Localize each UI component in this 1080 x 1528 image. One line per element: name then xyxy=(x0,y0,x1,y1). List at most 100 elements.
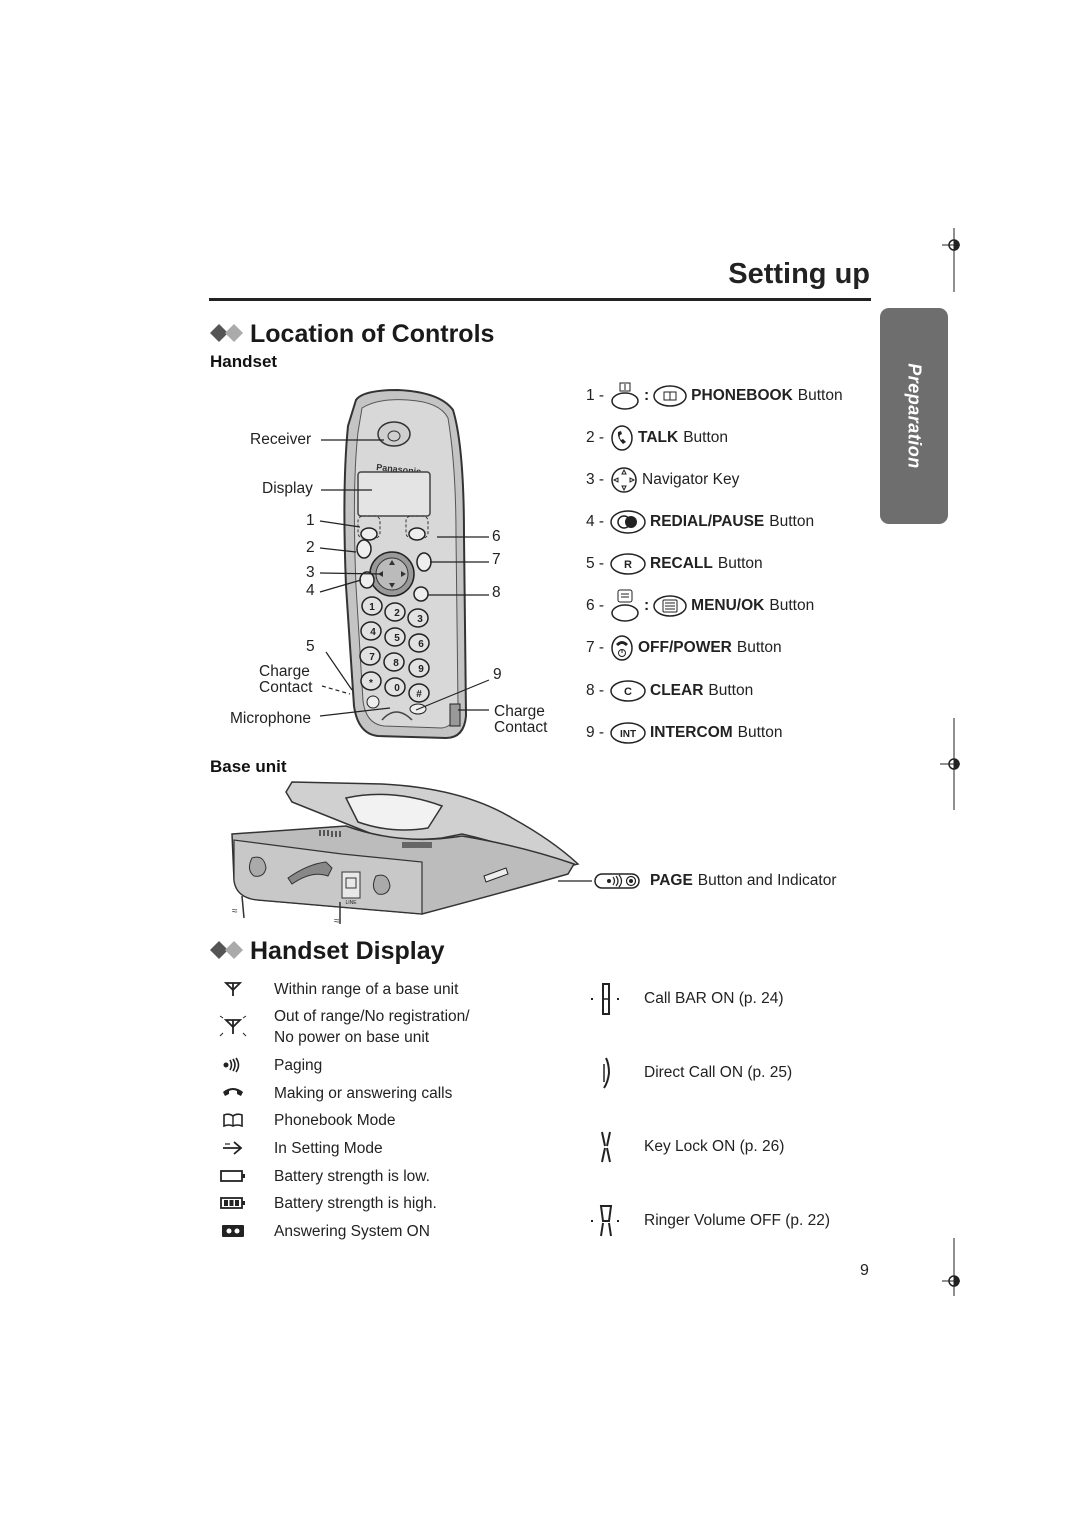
intercom-icon: INT xyxy=(610,722,646,744)
callout-8: 8 xyxy=(492,584,501,601)
svg-text:9: 9 xyxy=(418,664,424,675)
svg-text:≈: ≈ xyxy=(334,916,340,926)
registration-mark-top xyxy=(942,228,960,292)
svg-text:≈: ≈ xyxy=(232,906,238,917)
svg-text:5: 5 xyxy=(394,633,400,644)
callout-display: Display xyxy=(262,480,313,497)
callout-7: 7 xyxy=(492,551,501,568)
display-item-call-bar: Call BAR ON (p. 24) xyxy=(588,979,784,1019)
callout-9: 9 xyxy=(493,666,502,683)
navigator-key-icon xyxy=(610,466,638,494)
menu-soft-icon xyxy=(610,589,640,623)
paging-icon xyxy=(218,1055,248,1075)
svg-text:R: R xyxy=(624,559,632,571)
callout-3: 3 xyxy=(306,564,315,581)
battery-high-icon xyxy=(218,1193,248,1213)
setting-arrow-icon xyxy=(218,1138,248,1158)
callout-receiver: Receiver xyxy=(250,431,312,448)
display-item-paging: Paging xyxy=(218,1055,322,1076)
recall-icon: R xyxy=(610,553,646,575)
registration-mark-bottom xyxy=(942,1238,960,1296)
off-power-icon xyxy=(610,634,634,662)
callout-5: 5 xyxy=(306,638,315,655)
display-item-direct-call: Direct Call ON (p. 25) xyxy=(588,1053,792,1093)
display-item-key-lock: Key Lock ON (p. 26) xyxy=(588,1127,784,1167)
handset-call-icon xyxy=(218,1083,248,1103)
ringer-off-icon xyxy=(588,1201,624,1241)
handset-illustration: Panasonic 123 456 789 *0# xyxy=(343,388,468,740)
display-item-in-range: Within range of a base unit xyxy=(218,979,458,1000)
direct-call-icon xyxy=(588,1053,624,1093)
phonebook-icon xyxy=(653,385,687,407)
section-title-display-text: Handset Display xyxy=(250,937,445,965)
svg-text:6: 6 xyxy=(418,639,424,650)
title-divider xyxy=(209,298,871,301)
base-unit-illustration: LINE ≈ ≈ xyxy=(231,781,580,926)
page-number: 9 xyxy=(860,1262,869,1279)
svg-text:#: # xyxy=(416,689,422,700)
menu-icon xyxy=(653,595,687,617)
section-title-location-text: Location of Controls xyxy=(250,320,495,348)
page-button-icon xyxy=(594,871,640,891)
svg-text:7: 7 xyxy=(369,652,375,663)
registration-mark-middle xyxy=(940,718,960,810)
battery-low-icon xyxy=(218,1166,248,1186)
callout-microphone: Microphone xyxy=(230,710,311,727)
display-item-out-of-range: Out of range/No registration/No power on… xyxy=(218,1006,470,1048)
talk-icon xyxy=(610,424,634,452)
phonebook-soft-icon xyxy=(610,381,640,411)
display-item-phonebook: Phonebook Mode xyxy=(218,1110,396,1131)
call-bar-icon xyxy=(588,979,624,1019)
callout-charge-left-2: Contact xyxy=(259,679,313,696)
handset-heading: Handset xyxy=(210,352,278,371)
svg-text:4: 4 xyxy=(370,627,376,638)
display-item-ringer-off: Ringer Volume OFF (p. 22) xyxy=(588,1201,830,1241)
answering-system-icon xyxy=(218,1221,248,1241)
page-title: Setting up xyxy=(728,258,870,290)
clear-icon: C xyxy=(610,680,646,702)
display-item-battery-low: Battery strength is low. xyxy=(218,1166,430,1187)
redial-icon xyxy=(610,510,646,534)
antenna-blink-icon xyxy=(218,1015,248,1037)
display-item-setting: In Setting Mode xyxy=(218,1138,383,1159)
diamonds-icon xyxy=(210,941,243,959)
display-item-answering: Answering System ON xyxy=(218,1221,430,1242)
display-item-calls: Making or answering calls xyxy=(218,1083,452,1104)
control-row-3: 3 - Navigator Key xyxy=(586,466,739,494)
section-title-location: Location of Controls xyxy=(210,320,494,349)
base-unit-heading: Base unit xyxy=(210,757,287,776)
callout-charge-right-1: Charge xyxy=(494,703,545,720)
antenna-icon xyxy=(218,979,248,999)
callout-2: 2 xyxy=(306,539,315,556)
book-icon xyxy=(218,1110,248,1130)
diamonds-icon xyxy=(210,324,243,342)
side-tab-label: Preparation xyxy=(904,363,925,469)
display-item-battery-high: Battery strength is high. xyxy=(218,1193,437,1214)
svg-text:1: 1 xyxy=(369,602,375,613)
base-line-label: LINE xyxy=(345,900,357,906)
key-lock-icon xyxy=(588,1127,624,1167)
section-title-display: Handset Display xyxy=(210,937,445,966)
svg-text:C: C xyxy=(624,686,632,698)
callout-4: 4 xyxy=(306,582,315,599)
svg-text:2: 2 xyxy=(394,608,400,619)
callout-6: 6 xyxy=(492,528,501,545)
side-tab: Preparation xyxy=(880,308,948,524)
svg-text:0: 0 xyxy=(394,683,400,694)
svg-text:INT: INT xyxy=(620,729,636,740)
svg-text:8: 8 xyxy=(393,658,399,669)
callout-1: 1 xyxy=(306,512,315,529)
callout-charge-left-1: Charge xyxy=(259,663,310,680)
svg-text:*: * xyxy=(369,678,373,689)
svg-text:3: 3 xyxy=(417,614,423,625)
